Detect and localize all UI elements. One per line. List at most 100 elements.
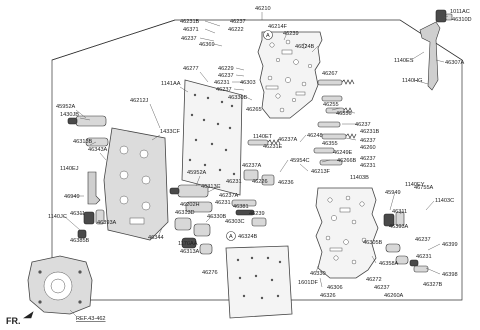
part-label: 46229 bbox=[218, 66, 234, 72]
part-label: 46306 bbox=[327, 285, 343, 291]
part-label: 46237A bbox=[242, 163, 262, 169]
part-label: 46249E bbox=[333, 150, 353, 156]
part-label: 46355 bbox=[322, 141, 338, 147]
part-label: 46303 bbox=[240, 80, 256, 86]
part-label: 46385B bbox=[70, 238, 90, 244]
right-bracket-assembly bbox=[419, 9, 453, 91]
part-label: 46344 bbox=[148, 235, 164, 241]
part-label: 46237A bbox=[278, 137, 298, 143]
part-label: 46303C bbox=[225, 219, 245, 225]
separator-plate-lower bbox=[225, 245, 293, 319]
part-label: 46260 bbox=[360, 145, 376, 151]
part-label: 46248 bbox=[307, 133, 323, 139]
solenoid-cylinder-left bbox=[67, 115, 109, 147]
part-label: 46266B bbox=[337, 158, 357, 164]
part-label: 46237 bbox=[181, 36, 197, 42]
callout-a-upper-label: A bbox=[266, 33, 270, 39]
part-label: 46239 bbox=[283, 31, 299, 37]
part-label: 46202H bbox=[180, 202, 200, 208]
part-label: 1140JC bbox=[48, 214, 67, 220]
part-label: 1140HG bbox=[402, 78, 422, 84]
part-label: 1430JB bbox=[60, 112, 79, 118]
part-label: 46222 bbox=[228, 27, 244, 33]
solenoid-row-left bbox=[77, 209, 105, 239]
separator-plate-upper bbox=[181, 79, 243, 196]
center-spool-valves bbox=[231, 139, 281, 227]
callout-a-upper bbox=[263, 30, 273, 40]
lower-valve-body bbox=[315, 187, 379, 279]
part-label: 1011AC bbox=[450, 9, 470, 15]
part-label: 46324B bbox=[295, 44, 315, 50]
part-label: 46231 bbox=[416, 254, 432, 260]
part-label: 46237 bbox=[218, 73, 234, 79]
part-label: 46313B bbox=[73, 139, 93, 145]
part-label: 46236 bbox=[278, 180, 294, 186]
part-label: 46267 bbox=[322, 71, 338, 77]
part-label: 46231B bbox=[360, 129, 380, 135]
part-label: 46307A bbox=[445, 60, 465, 66]
right-solenoid-group bbox=[383, 211, 429, 273]
part-label: 46226 bbox=[252, 179, 268, 185]
front-arrow-icon bbox=[23, 311, 34, 319]
part-label: 46231 bbox=[360, 163, 376, 169]
part-label: 46311 bbox=[70, 211, 85, 217]
part-label: 46330B bbox=[228, 95, 248, 101]
part-label: 1140EJ bbox=[60, 166, 79, 172]
part-label: 46260A bbox=[384, 293, 404, 299]
part-label: 46369 bbox=[199, 42, 215, 48]
front-direction-label: FR. bbox=[6, 316, 21, 326]
part-label: 46371 bbox=[183, 27, 199, 33]
part-label: 1140ET bbox=[253, 134, 273, 140]
part-label: 46313D bbox=[175, 210, 195, 216]
part-label: 1433CF bbox=[160, 129, 180, 135]
assembly-number-label: 46210 bbox=[255, 6, 271, 12]
part-label: 46330 bbox=[310, 271, 326, 277]
part-label: 1141AA bbox=[161, 81, 181, 87]
part-label: 1170AA bbox=[178, 241, 198, 247]
reference-label: REF.43-462 bbox=[76, 316, 106, 322]
part-label: 46399 bbox=[442, 242, 458, 248]
part-label: 46237 bbox=[360, 156, 376, 162]
part-label: 46310D bbox=[452, 17, 472, 23]
frame-edge-left bbox=[51, 19, 176, 61]
part-label: 11403C bbox=[435, 198, 454, 204]
part-label: 46237 bbox=[230, 19, 246, 25]
part-label: 46949 bbox=[64, 194, 80, 200]
part-label: 46381 bbox=[233, 204, 249, 210]
part-label: 46755A bbox=[414, 185, 434, 191]
part-label: 46398 bbox=[442, 272, 458, 278]
part-label: 46237 bbox=[360, 138, 376, 144]
part-label: 46255 bbox=[323, 102, 339, 108]
part-label: 46358A bbox=[379, 261, 399, 267]
part-label: 11403B bbox=[350, 175, 369, 181]
part-label: 46237 bbox=[374, 285, 390, 291]
part-label: 46343A bbox=[88, 147, 108, 153]
part-label: 46393A bbox=[97, 220, 117, 226]
part-label: 1601DF bbox=[298, 280, 318, 286]
part-label: 46237A bbox=[219, 193, 239, 199]
part-label: 46214F bbox=[268, 24, 288, 30]
part-label: 46327B bbox=[423, 282, 443, 288]
part-label: 46237 bbox=[415, 237, 431, 243]
part-label: 46324B bbox=[238, 234, 258, 240]
center-solenoid-stack bbox=[169, 184, 213, 255]
part-label: 46212J bbox=[130, 98, 149, 104]
part-label: 46276 bbox=[202, 270, 218, 276]
part-label: 46231 bbox=[215, 200, 231, 206]
part-label: 46277 bbox=[183, 66, 199, 72]
part-label: 46237 bbox=[216, 87, 232, 93]
part-label: 45949 bbox=[385, 190, 401, 196]
leader-lines bbox=[63, 15, 449, 288]
part-label: 1140EY bbox=[405, 182, 425, 188]
part-label: 46356 bbox=[336, 111, 352, 117]
callout-a-lower bbox=[226, 231, 236, 241]
transmission-housing bbox=[27, 255, 93, 315]
part-label: 46313C bbox=[201, 184, 221, 190]
part-label: 46231 bbox=[214, 80, 230, 86]
part-label: 46326 bbox=[320, 293, 336, 299]
bracket-left bbox=[87, 171, 101, 205]
reference-leader bbox=[69, 309, 77, 317]
part-label: 46231B bbox=[180, 19, 200, 25]
part-label: 46239 bbox=[249, 211, 265, 217]
